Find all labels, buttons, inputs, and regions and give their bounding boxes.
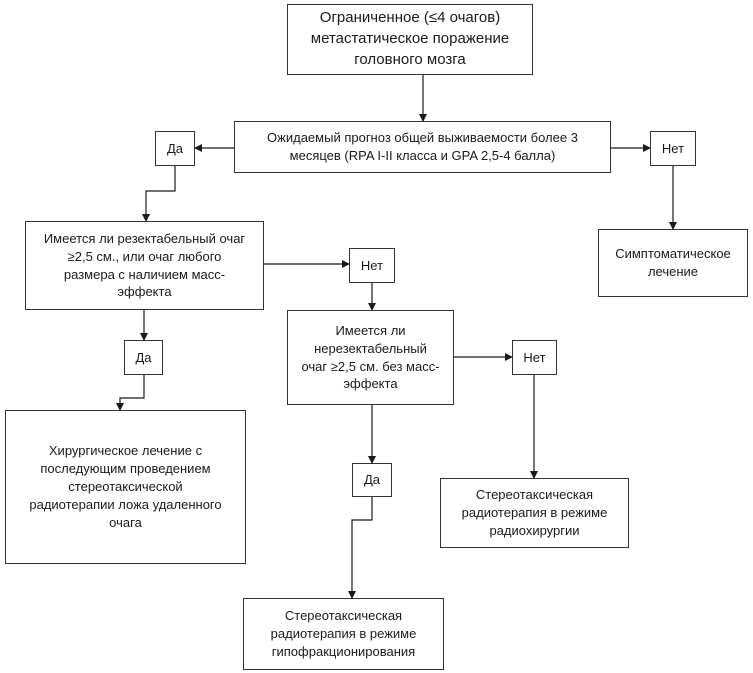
- radiosurgery-box: Стереотаксическая радиотерапия в режиме …: [440, 478, 629, 548]
- yes-1-box: Да: [155, 131, 195, 166]
- yes-2-label: Да: [135, 349, 152, 365]
- prognosis-box: Ожидаемый прогноз общей выживаемости бол…: [234, 121, 611, 173]
- surgery-label: Хирургическое лечение с последующим пров…: [29, 443, 222, 530]
- start-label: Ограниченное (≤4 очагов) метастатическое…: [310, 9, 510, 68]
- arrow-yes-2-to-surgery: [116, 375, 145, 411]
- no-1-box: Нет: [650, 131, 696, 166]
- arrow-yes-1-to-resectable: [142, 166, 176, 222]
- radiosurgery-label: Стереотаксическая радиотерапия в режиме …: [461, 487, 608, 538]
- symptomatic-label: Симптоматическое лечение: [615, 246, 731, 279]
- arrow-yes-3-to-hypofractionation: [348, 497, 373, 599]
- resectable-box: Имеется ли резектабельный очаг ≥2,5 см.,…: [25, 221, 264, 310]
- hypofractionation-box: Стереотаксическая радиотерапия в режиме …: [243, 598, 444, 670]
- start-box: Ограниченное (≤4 очагов) метастатическое…: [287, 4, 533, 75]
- no-1-label: Нет: [661, 140, 685, 156]
- no-3-label: Нет: [523, 349, 546, 365]
- surgery-box: Хирургическое лечение с последующим пров…: [5, 410, 246, 564]
- unresectable-box: Имеется ли нерезектабельный очаг ≥2,5 см…: [287, 310, 454, 405]
- hypofractionation-label: Стереотаксическая радиотерапия в режиме …: [270, 608, 417, 659]
- no-2-label: Нет: [360, 257, 384, 273]
- prognosis-label: Ожидаемый прогноз общей выживаемости бол…: [267, 130, 578, 163]
- unresectable-label: Имеется ли нерезектабельный очаг ≥2,5 см…: [301, 322, 440, 392]
- resectable-label: Имеется ли резектабельный очаг ≥2,5 см.,…: [43, 230, 246, 300]
- no-2-box: Нет: [349, 248, 395, 283]
- yes-1-label: Да: [166, 140, 184, 156]
- yes-3-label: Да: [363, 472, 381, 488]
